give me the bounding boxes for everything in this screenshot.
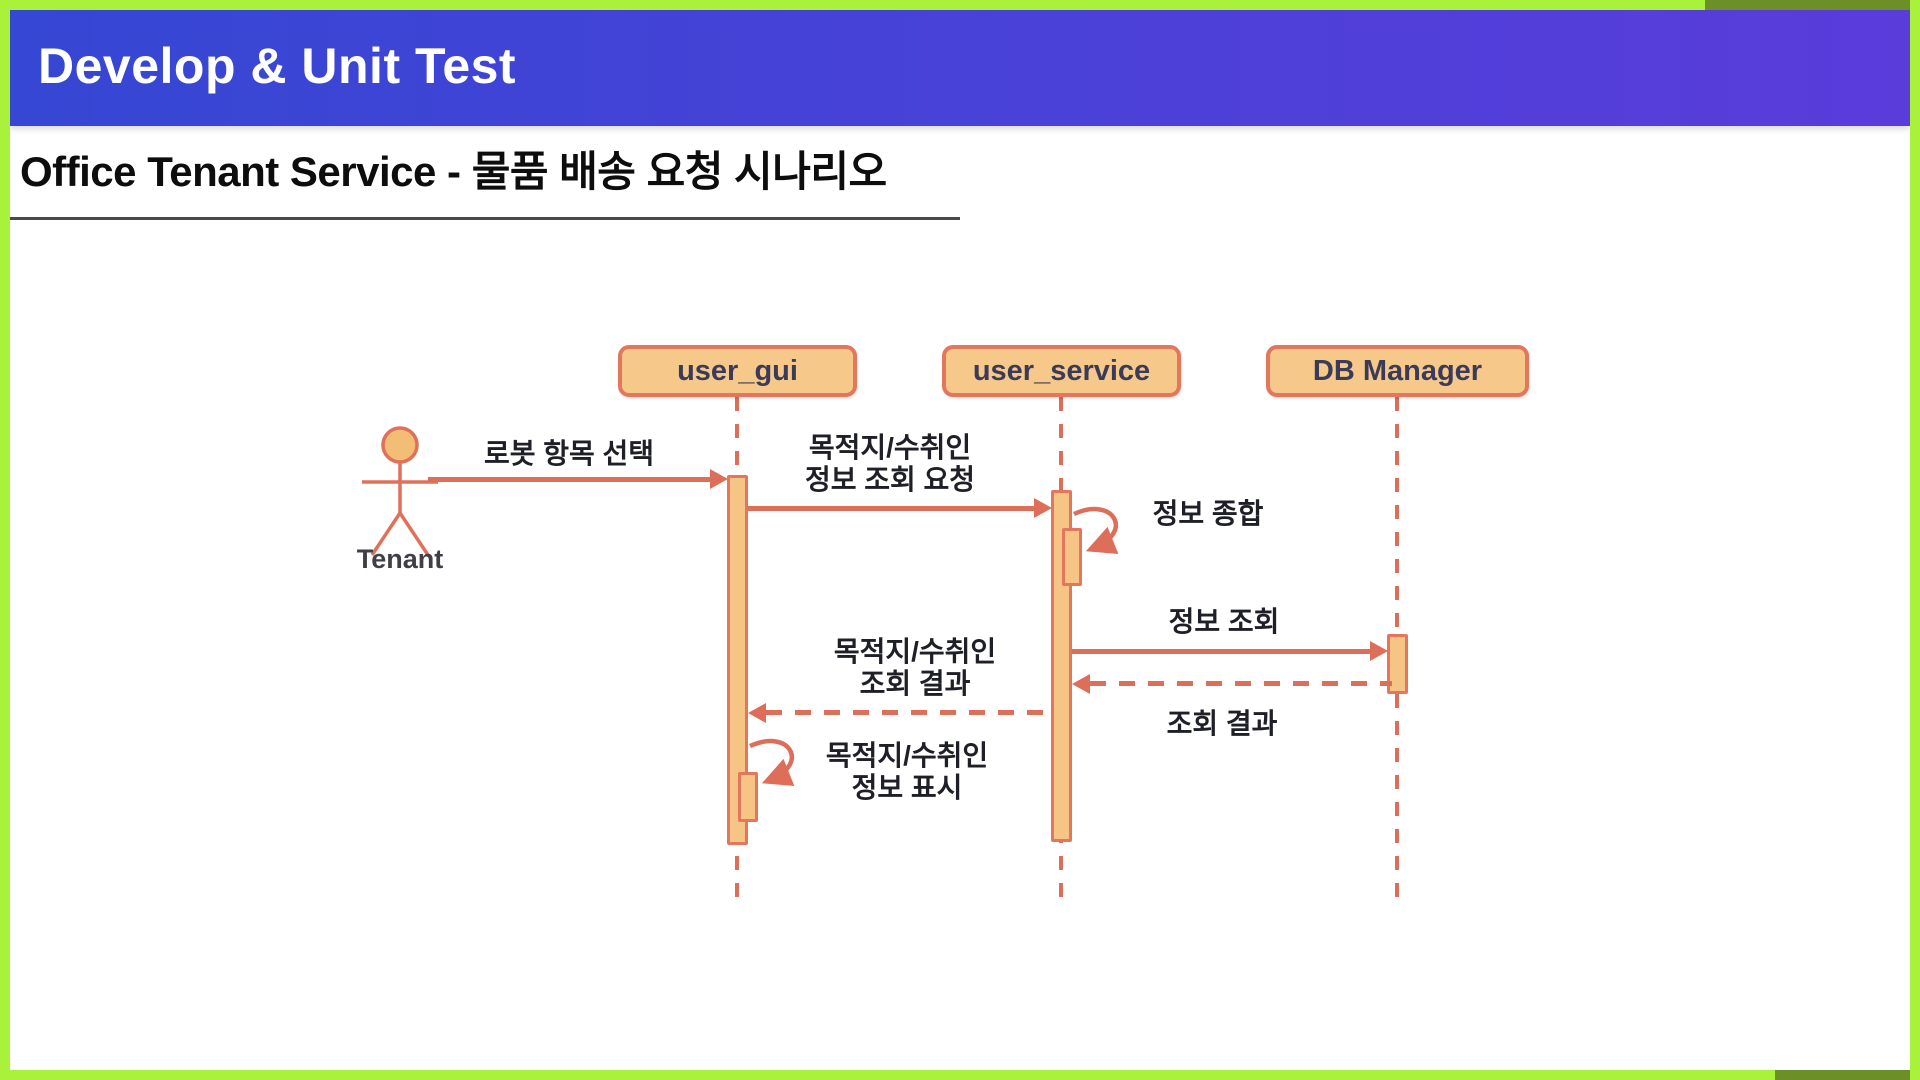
message-label: 목적지/수취인 정보 조회 요청 — [765, 432, 1015, 496]
message-label: 목적지/수취인 정보 표시 — [782, 740, 1032, 804]
message-arrow-line — [748, 506, 1036, 511]
screen-share-border-right — [1910, 0, 1920, 1080]
self-loop-arrow-icon — [749, 738, 795, 786]
screen-share-border-left — [0, 0, 10, 1080]
message-arrow-line — [428, 477, 712, 482]
header-bar: Develop & Unit Test — [10, 10, 1910, 126]
activation-bar-user-gui-nested — [738, 772, 758, 822]
arrowhead-right-icon — [1370, 641, 1388, 661]
actor-label: Tenant — [356, 544, 444, 574]
label-line-1: 목적지/수취인 — [833, 636, 997, 667]
participant-box-db-manager: DB Manager — [1266, 345, 1529, 397]
slide-title: Office Tenant Service - 물품 배송 요청 시나리오 — [20, 148, 887, 195]
participant-box-user-gui: user_gui — [618, 345, 857, 397]
arrowhead-left-icon — [748, 703, 766, 723]
label-line-1: 목적지/수취인 — [808, 432, 972, 463]
message-label: 목적지/수취인 조회 결과 — [790, 636, 1040, 700]
label-line-2: 정보 조회 요청 — [804, 464, 976, 495]
arrowhead-right-icon — [710, 469, 728, 489]
participant-label: user_service — [972, 354, 1151, 387]
label-line-2: 정보 표시 — [851, 772, 963, 803]
activation-bar-user-service-nested — [1062, 528, 1082, 586]
message-label: 정보 종합 — [1152, 498, 1264, 529]
activation-bar-db-manager — [1387, 634, 1408, 694]
screen-share-border-top-right-accent — [1705, 0, 1920, 10]
label-line-2: 조회 결과 — [859, 668, 971, 699]
page-title: Develop & Unit Test — [38, 38, 517, 94]
screen-share-border-bottom — [0, 1070, 1920, 1080]
message-arrow-line — [1072, 649, 1372, 654]
actor-icon — [362, 426, 438, 556]
title-underline — [8, 217, 960, 220]
participant-label: DB Manager — [1312, 354, 1483, 387]
participant-label: user_gui — [677, 354, 798, 387]
participant-box-user-service: user_service — [942, 345, 1181, 397]
screen-share-border-top — [0, 0, 1920, 10]
message-label: 조회 결과 — [1166, 708, 1278, 739]
screen-share-border-bottom-right-accent — [1775, 1070, 1920, 1080]
message-label: 로봇 항목 선택 — [483, 438, 655, 469]
message-label: 정보 조회 — [1168, 606, 1280, 637]
arrowhead-right-icon — [1034, 498, 1052, 518]
message-return-line — [766, 710, 1051, 715]
activation-bar-user-gui — [727, 475, 748, 845]
arrowhead-left-icon — [1072, 674, 1090, 694]
label-line-1: 목적지/수취인 — [825, 740, 989, 771]
self-loop-arrow-icon — [1073, 506, 1119, 554]
message-return-line — [1090, 681, 1392, 686]
